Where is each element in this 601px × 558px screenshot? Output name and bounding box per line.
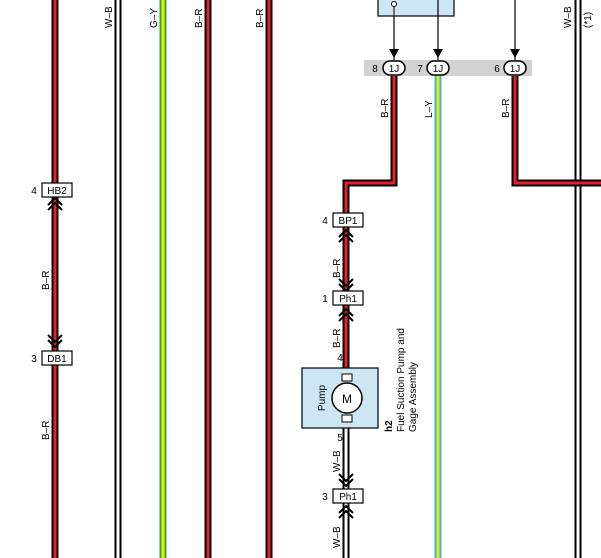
wire-label: B–R <box>255 9 266 28</box>
pin-number: 4 <box>31 186 37 197</box>
connector-label: DB1 <box>47 354 67 365</box>
component-name-line1: Fuel Suction Pump and <box>396 328 407 432</box>
component-id: h2 <box>384 420 395 432</box>
wire-label: B–R <box>41 421 52 440</box>
connector-1j-pin8: 1J 8 <box>372 60 406 76</box>
connector-label: Ph1 <box>339 492 357 503</box>
wire-label: W–B <box>563 6 574 28</box>
wire-label: B–R <box>332 259 343 278</box>
connector-label: Ph1 <box>339 294 357 305</box>
connector-ph1-bottom: Ph1 3 <box>322 473 364 519</box>
pin-number: 6 <box>494 64 500 75</box>
connector-1j-pin7: 1J 7 <box>417 60 450 76</box>
connector-ph1-top: Ph1 1 <box>322 278 364 322</box>
connector-1j-pin6: 1J 6 <box>494 60 527 76</box>
connector-bp1: BP1 4 <box>322 212 364 243</box>
wire-label: B–R <box>501 99 512 118</box>
wire-label: L–Y <box>424 100 435 118</box>
pin-number: 3 <box>31 354 37 365</box>
connector-label: BP1 <box>339 216 358 227</box>
wire-br-from-1j-8 <box>342 76 398 230</box>
motor-symbol: M <box>342 392 352 406</box>
wire-label: B–R <box>194 9 205 28</box>
pump-inner-label: Pump <box>317 385 328 412</box>
wire-label: W–B <box>332 526 343 548</box>
connector-hb2: HB2 4 <box>31 182 73 211</box>
wire-note: (*1) <box>583 12 594 28</box>
connector-db1: DB1 3 <box>31 334 73 366</box>
wire-label: G–Y <box>149 8 160 28</box>
fuel-pump-component: M Pump 4 5 <box>301 353 379 444</box>
connector-label: 1J <box>389 64 400 75</box>
wire-stubs-top <box>389 0 520 60</box>
wire-label: B–R <box>41 271 52 290</box>
pump-pin-in: 4 <box>337 353 343 364</box>
pin-number: 8 <box>372 64 378 75</box>
pump-pin-out: 5 <box>337 433 343 444</box>
motor-icon <box>331 382 363 414</box>
component-name-line2: Gage Assembly <box>408 362 419 432</box>
connector-label: 1J <box>510 64 521 75</box>
component-name: h2 Fuel Suction Pump and Gage Assembly <box>384 328 419 432</box>
wire-label: B–R <box>380 99 391 118</box>
pin-number: 1 <box>322 294 328 305</box>
pin-number: 7 <box>417 64 423 75</box>
wire-label: B–R <box>332 329 343 348</box>
connector-label: 1J <box>433 64 444 75</box>
upper-component-box <box>377 0 455 17</box>
pin-number: 4 <box>322 216 328 227</box>
wire-label: W–B <box>332 450 343 472</box>
connector-label: HB2 <box>47 186 67 197</box>
pin-number: 3 <box>322 492 328 503</box>
wire-br-from-1j-6 <box>511 76 601 187</box>
wire-label: W–B <box>104 6 115 28</box>
